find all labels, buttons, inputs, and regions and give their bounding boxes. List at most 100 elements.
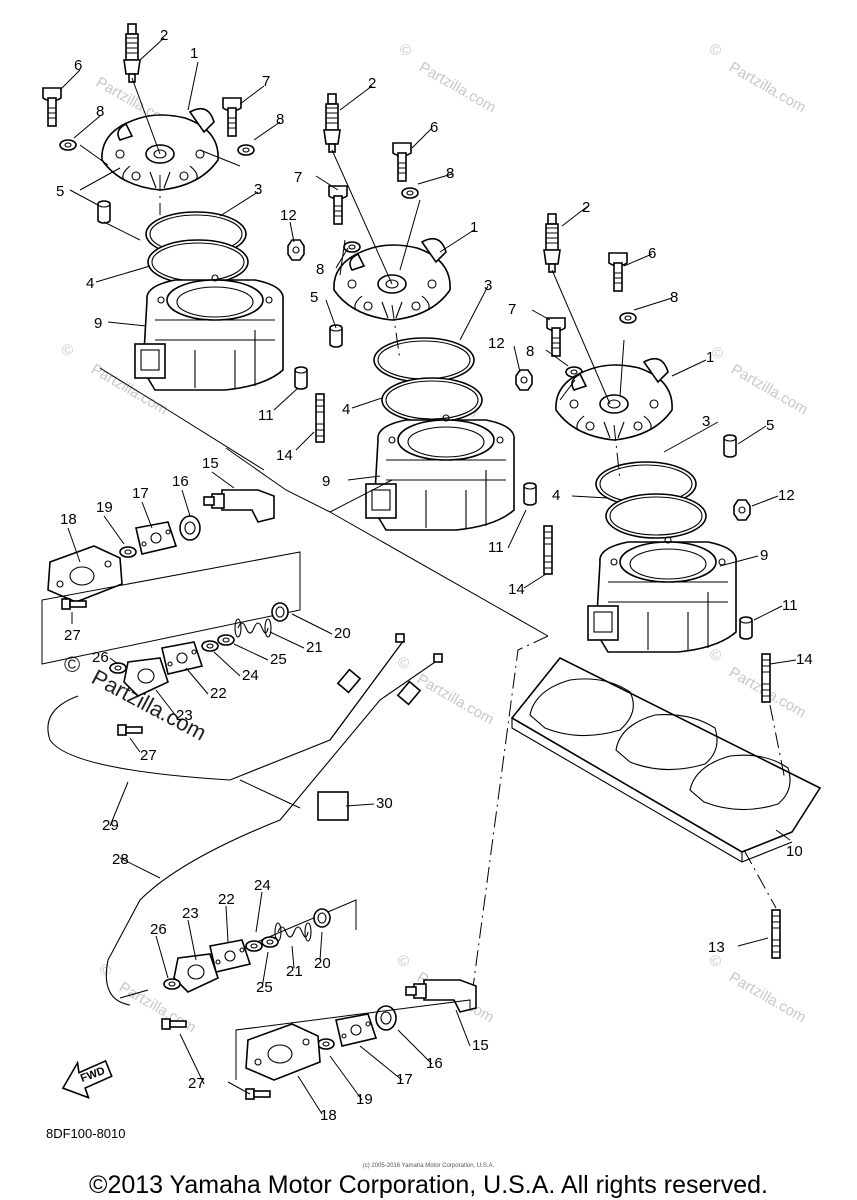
- callout: 1: [190, 45, 198, 62]
- watermark-text: Partzilla.com: [728, 361, 811, 419]
- cylinder-1: [134, 274, 284, 391]
- screw-27-b: [117, 724, 143, 736]
- callout: 3: [484, 277, 492, 294]
- callout: 8: [670, 289, 678, 306]
- cylinder-group-3: [543, 213, 771, 703]
- bushing-1: [119, 546, 137, 558]
- valve-housing-1: [47, 545, 123, 603]
- watermark-text: Partzilla.com: [416, 59, 499, 117]
- cylinder-3: [587, 536, 737, 653]
- head-bolt-5: [608, 252, 628, 292]
- callout: 11: [258, 407, 274, 424]
- callout: 25: [256, 979, 273, 996]
- copyright-symbol-strong: ©: [64, 652, 80, 677]
- cylinder-2: [365, 414, 515, 531]
- washer-5: [619, 312, 637, 324]
- assembly-line: [469, 635, 549, 1011]
- callout: 7: [508, 301, 516, 318]
- power-valve-assembly-1: [41, 489, 301, 736]
- forward-arrow: FWD: [61, 1059, 113, 1100]
- callout: 9: [322, 473, 330, 490]
- callout: 8: [446, 165, 454, 182]
- washer-24-b: [245, 940, 263, 952]
- washer-25-b: [261, 936, 279, 948]
- gasket-22-b: [209, 939, 251, 973]
- washer-25-a: [217, 634, 235, 646]
- callout: 14: [796, 651, 813, 668]
- callout: 5: [56, 183, 64, 200]
- exploded-parts-diagram: Partzilla.com © Partzilla.com © Partzill…: [41, 23, 822, 1141]
- callout: 16: [426, 1055, 443, 1072]
- oil-seal-1: [179, 515, 201, 541]
- washer-26-a: [109, 662, 127, 674]
- head-bolt-6: [546, 317, 566, 357]
- callout: 23: [182, 905, 199, 922]
- watermark-text: Partzilla.com: [414, 671, 497, 729]
- callout: 4: [86, 275, 94, 292]
- callout: 1: [706, 349, 714, 366]
- callout: 22: [210, 685, 227, 702]
- copyright-symbol: ©: [398, 655, 409, 672]
- assembly-line: [225, 447, 549, 637]
- watermark-text: Partzilla.com: [726, 969, 809, 1027]
- leader-lines: [59, 37, 797, 947]
- callout: 30: [376, 795, 393, 812]
- callout: 6: [648, 245, 656, 262]
- callout: 14: [508, 581, 525, 598]
- head-bolt-4: [328, 185, 348, 225]
- copyright-footer: ©2013 Yamaha Motor Corporation, U.S.A. A…: [89, 1171, 768, 1199]
- nut-2: [515, 369, 533, 391]
- callout: 6: [430, 119, 438, 136]
- callout: 5: [766, 417, 774, 434]
- callout: 9: [760, 547, 768, 564]
- callout: 7: [294, 169, 302, 186]
- callout-leader-lines-lower: [67, 471, 471, 1115]
- callout: 4: [342, 401, 350, 418]
- callout: 28: [112, 851, 129, 868]
- callout: 24: [242, 667, 259, 684]
- head-bolt-3: [392, 142, 412, 182]
- spark-plug-2: [323, 93, 341, 153]
- washer-26-b: [163, 978, 181, 990]
- head-gasket-ring-2: [373, 337, 475, 383]
- callout: 2: [160, 27, 168, 44]
- callout: 15: [202, 455, 219, 472]
- assembly-line: [329, 479, 393, 513]
- callout: 17: [396, 1071, 413, 1088]
- callout: 17: [132, 485, 149, 502]
- callout: 2: [582, 199, 590, 216]
- spark-plug-3: [543, 213, 561, 273]
- callout: 16: [172, 473, 189, 490]
- stud-bolt-13: [771, 909, 781, 959]
- watermark-text: Partzilla.com: [726, 59, 809, 117]
- callout: 26: [150, 921, 167, 938]
- diagram-code: 8DF100-8010: [46, 1126, 126, 1141]
- callout: 10: [786, 843, 803, 860]
- valve-housing-2: [245, 1023, 321, 1081]
- copyright-symbol: ©: [398, 953, 409, 970]
- gasket-plate-2: [335, 1013, 377, 1047]
- stud-bolt-3: [761, 653, 771, 703]
- callout: 21: [306, 639, 323, 656]
- copyright-symbol: ©: [400, 42, 411, 59]
- head-bolt-1: [42, 87, 62, 127]
- dowel-pin-3: [723, 434, 737, 458]
- callout: 2: [368, 75, 376, 92]
- copyright-symbol: ©: [710, 647, 721, 664]
- callout: 27: [140, 747, 157, 764]
- gasket-plate-1: [135, 521, 177, 555]
- callout: 13: [708, 939, 725, 956]
- callout: 12: [488, 335, 505, 352]
- callout: 18: [60, 511, 77, 528]
- callout: 11: [488, 539, 504, 556]
- callout: 23: [176, 707, 193, 724]
- cylinder-group-1: [42, 23, 325, 443]
- power-valve-1: [203, 489, 275, 523]
- callout: 21: [286, 963, 303, 980]
- callout: 1: [470, 219, 478, 236]
- spring-21-a: [234, 618, 272, 638]
- small-credit-text: (c) 2005-2016 Yamaha Motor Corporation, …: [362, 1163, 495, 1169]
- o-ring-3: [605, 493, 707, 539]
- callout: 20: [334, 625, 351, 642]
- base-gasket: [510, 656, 822, 863]
